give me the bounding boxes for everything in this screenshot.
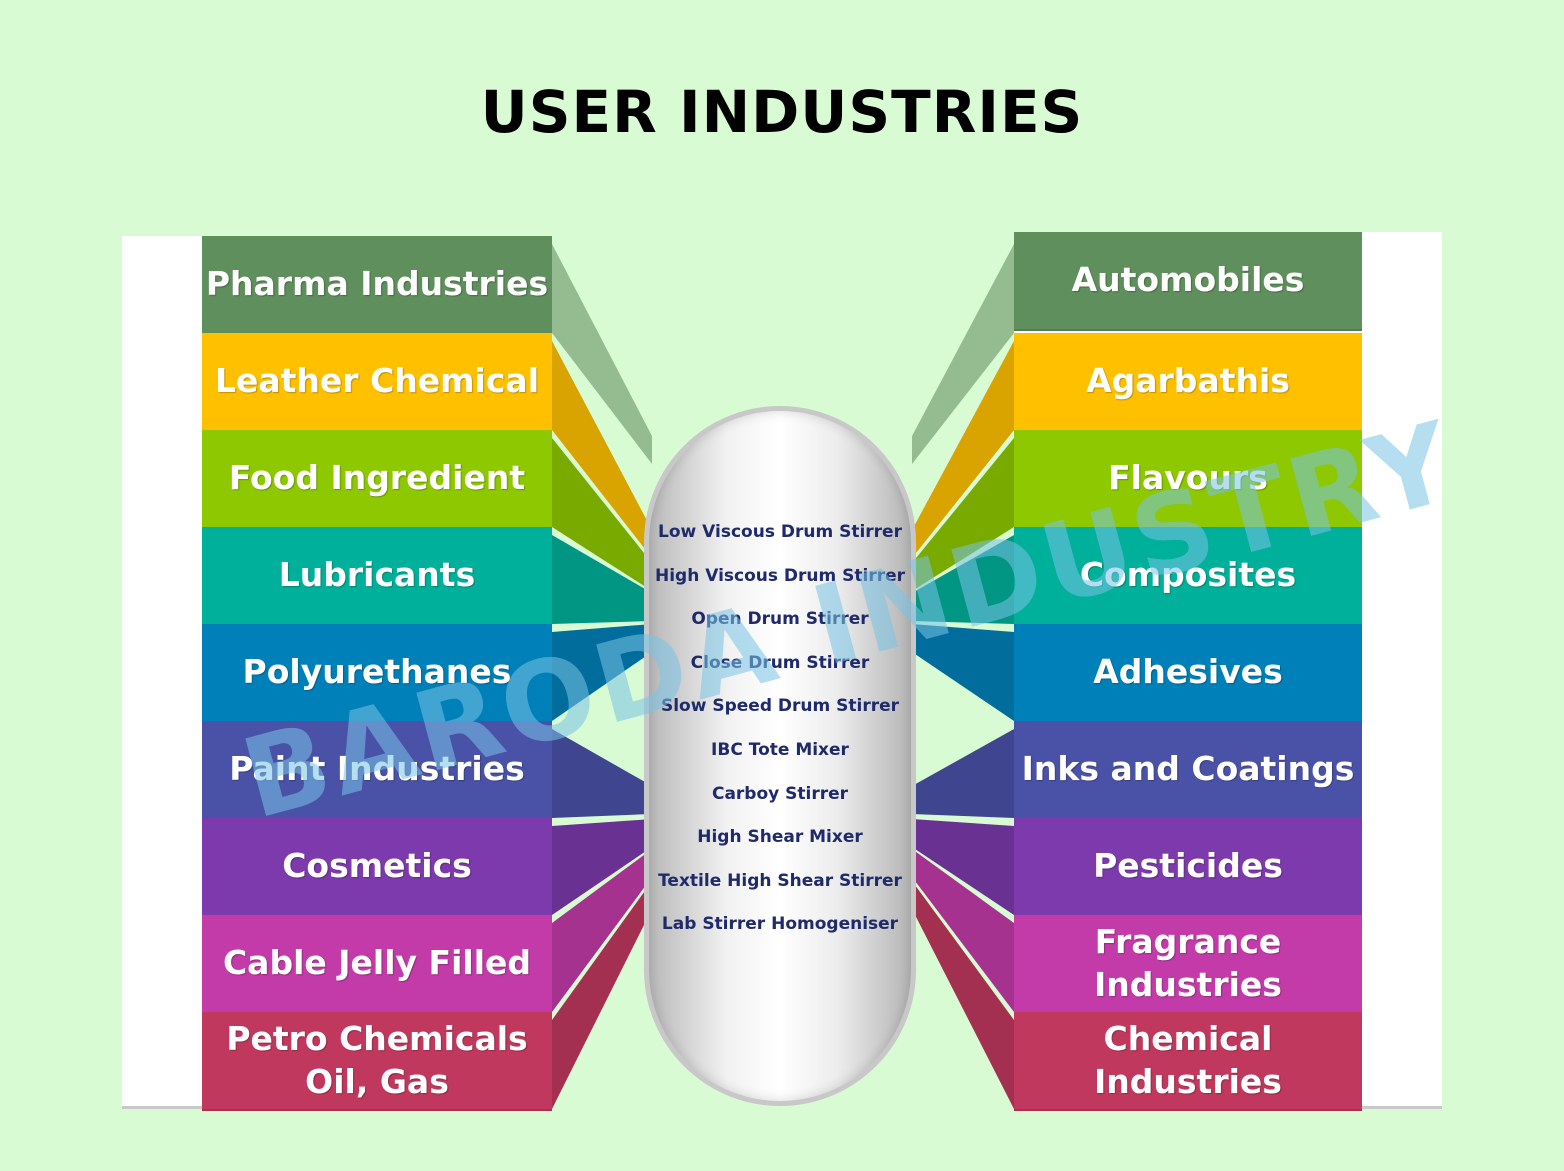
left-industry-band: Cable Jelly Filled: [202, 915, 552, 1014]
page-title: USER INDUSTRIES: [480, 78, 1084, 146]
left-industry-band: Leather Chemical: [202, 333, 552, 432]
right-connector: [912, 244, 1014, 464]
left-connector: [552, 849, 652, 1012]
left-connector: [552, 881, 652, 1109]
right-industry-band: Adhesives: [1014, 624, 1362, 723]
product-item: High Shear Mixer: [697, 827, 863, 848]
right-connector: [912, 881, 1014, 1109]
right-connector: [912, 729, 1014, 818]
left-industry-band: Pharma Industries: [202, 236, 552, 335]
right-connector: [912, 849, 1014, 1012]
product-item: Slow Speed Drum Stirrer: [660, 696, 900, 717]
left-connector: [552, 438, 652, 591]
right-connector: [912, 341, 1014, 558]
left-connector: [552, 819, 652, 915]
left-industry-band: Food Ingredient: [202, 430, 552, 529]
left-industry-band: Cosmetics: [202, 818, 552, 917]
product-item: Low Viscous Drum Stirrer: [658, 522, 902, 542]
right-industry-band: Agarbathis: [1014, 333, 1362, 432]
product-item: High Viscous Drum Stirrer: [654, 565, 906, 586]
left-industry-band: Petro Chemicals Oil, Gas: [202, 1012, 552, 1111]
product-item: IBC Tote Mixer: [711, 740, 849, 760]
left-industry-band: Paint Industries: [202, 721, 552, 820]
left-connector: [552, 341, 652, 558]
right-industry-band: Composites: [1014, 527, 1362, 626]
right-connector: [912, 624, 1014, 721]
product-item: Close Drum Stirrer: [690, 652, 870, 673]
left-industry-band: Lubricants: [202, 527, 552, 626]
left-connector: [552, 244, 652, 464]
right-industry-band: Inks and Coatings: [1014, 721, 1362, 820]
right-industry-band: Flavours: [1014, 430, 1362, 529]
left-industry-band: Polyurethanes: [202, 624, 552, 723]
product-item: Textile High Shear Stirrer: [658, 870, 902, 891]
left-connector: [552, 624, 652, 721]
right-connector: [912, 819, 1014, 915]
left-connector: [552, 729, 652, 818]
products-capsule: [644, 406, 916, 1106]
product-item: Carboy Stirrer: [711, 783, 849, 804]
right-industry-band: Automobiles: [1014, 232, 1362, 331]
left-connector: [552, 535, 652, 624]
product-item: Open Drum Stirrer: [691, 609, 869, 630]
right-industry-band: Pesticides: [1014, 818, 1362, 917]
right-industry-band: Fragrance Industries: [1014, 915, 1362, 1014]
right-connector: [912, 438, 1014, 591]
product-item: Lab Stirrer Homogeniser: [661, 914, 899, 935]
right-industry-band: Chemical Industries: [1014, 1012, 1362, 1111]
right-connector: [912, 535, 1014, 624]
